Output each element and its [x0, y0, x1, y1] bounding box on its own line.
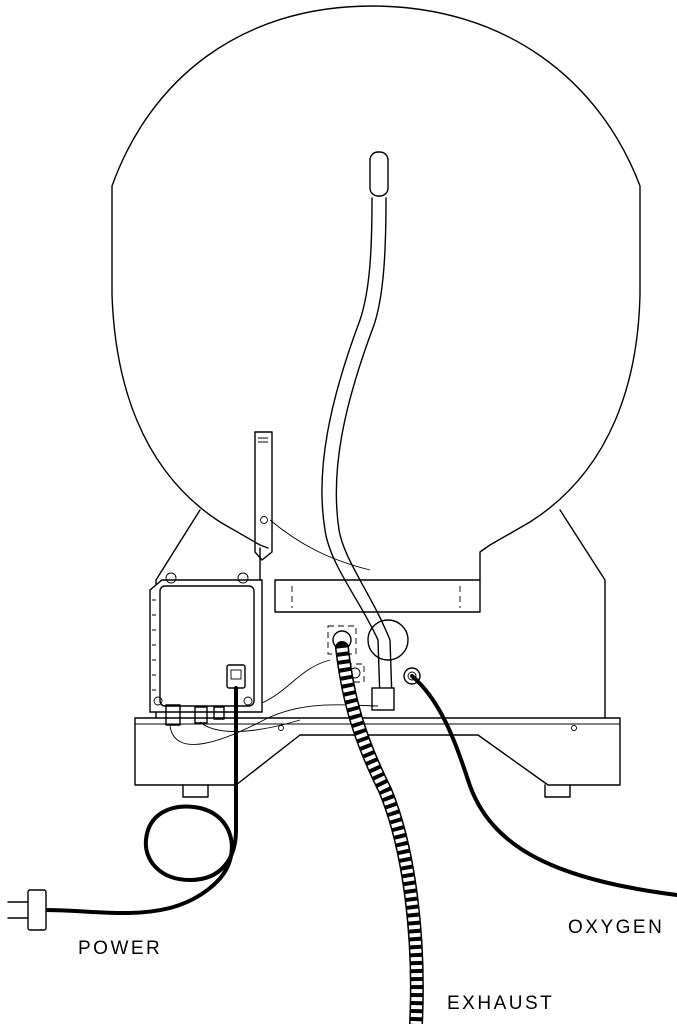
exhaust-hose	[335, 641, 424, 1024]
oxygen-hose	[410, 674, 677, 897]
power-cable	[7, 686, 238, 931]
controller-box	[149, 572, 263, 726]
oxygen-label: OXYGEN	[568, 917, 665, 938]
chamber-dome	[111, 5, 641, 613]
power-label: POWER	[78, 938, 163, 959]
mount-bracket	[254, 431, 371, 571]
internal-tube	[321, 151, 395, 711]
exhaust-label: EXHAUST	[447, 993, 555, 1014]
